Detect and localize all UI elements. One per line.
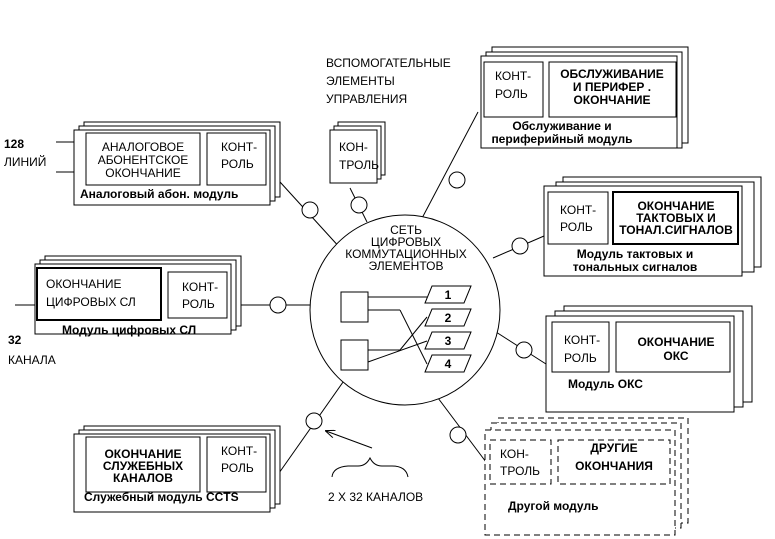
digital-termination-label: ЦИФРОВЫХ СЛ <box>46 295 136 309</box>
aux-control-label: КОН- <box>339 140 368 154</box>
analog-control-label: КОНТ- <box>221 140 257 154</box>
network-label: СЕТЬ ЦИФРОВЫХ КОММУТАЦИОННЫХ ЭЛЕМЕНТОВ <box>345 223 467 273</box>
other-termination-label: ОКОНЧАНИЯ <box>575 459 653 473</box>
port-label: 1 <box>445 288 452 302</box>
analog-control-label: РОЛЬ <box>221 157 254 171</box>
network-label-line: КОММУТАЦИОННЫХ <box>345 247 467 261</box>
analog-termination-label: ОКОНЧАНИЕ <box>105 166 181 180</box>
clock-control-label: КОНТ- <box>560 203 596 217</box>
other-termination-label: ДРУГИЕ <box>590 441 637 455</box>
maintenance-control-label: КОНТ- <box>495 69 531 83</box>
channels-note: 2 Х 32 КАНАЛОВ <box>328 490 423 504</box>
analog-subscriber-module <box>56 121 281 206</box>
aux-control-label: ТРОЛЬ <box>339 158 379 172</box>
other-caption: Другой модуль <box>508 499 598 513</box>
maintenance-termination-label: ОКОНЧАНИЕ <box>573 93 650 107</box>
oks-module <box>545 305 753 413</box>
digital-termination-label: ОКОНЧАНИЕ <box>46 277 122 291</box>
service-module <box>73 425 281 513</box>
digital-channels-count: 32 <box>8 333 22 347</box>
other-control-label: КОН- <box>500 447 529 461</box>
channels-brace <box>331 456 409 478</box>
maintenance-control-label: РОЛЬ <box>495 87 528 101</box>
network-label-line: ЭЛЕМЕНТОВ <box>369 259 444 273</box>
maintenance-caption: Обслуживание и <box>512 119 611 133</box>
port-3 <box>424 331 472 350</box>
network-circle <box>309 214 501 406</box>
port-label: 3 <box>445 334 452 348</box>
oks-control-label: КОНТ- <box>564 333 600 347</box>
digital-caption: Модуль цифровых СЛ <box>62 323 196 337</box>
maintenance-caption: периферийный модуль <box>491 132 632 146</box>
analog-lines-label: ЛИНИЙ <box>4 154 46 169</box>
clock-tone-module <box>543 176 762 277</box>
clock-termination-label: ОКОНЧАНИЕ <box>637 199 714 213</box>
network-label-line: СЕТЬ <box>390 223 422 237</box>
aux-control-module <box>329 121 386 184</box>
network-label-line: ЦИФРОВЫХ <box>371 235 441 249</box>
service-termination-label: КАНАЛОВ <box>113 471 173 485</box>
clock-caption: Модуль тактовых и <box>577 247 693 261</box>
analog-caption: Аналоговый абон. модуль <box>80 187 238 201</box>
clock-caption: тональных сигналов <box>573 260 698 274</box>
other-module <box>484 417 689 536</box>
digital-trunk-module <box>15 255 242 335</box>
clock-termination-label: ТАКТОВЫХ И <box>636 211 716 225</box>
maintenance-termination-label: И ПЕРИФЕР . <box>573 80 651 94</box>
aux-label-line: ЭЛЕМЕНТЫ <box>326 74 395 88</box>
analog-termination-label: АБОНЕНТСКОЕ <box>98 153 189 167</box>
channels-arrow <box>326 431 373 449</box>
link-circles <box>269 171 533 444</box>
service-control-label: РОЛЬ <box>221 461 254 475</box>
port-1 <box>424 285 472 304</box>
port-2 <box>424 308 472 327</box>
aux-label: ВСПОМОГАТЕЛЬНЫЕ ЭЛЕМЕНТЫ УПРАВЛЕНИЯ <box>326 56 451 106</box>
aux-label-line: ВСПОМОГАТЕЛЬНЫЕ <box>326 56 451 70</box>
analog-lines-count: 128 <box>4 137 24 151</box>
service-termination-label: СЛУЖЕБНЫХ <box>103 459 183 473</box>
switch-block-2 <box>340 339 369 371</box>
maintenance-termination-label: ОБСЛУЖИВАНИЕ <box>560 67 664 81</box>
maintenance-module <box>480 46 689 149</box>
digital-control-label: РОЛЬ <box>182 297 215 311</box>
switch-block-1 <box>340 291 369 323</box>
oks-caption: Модуль ОКС <box>568 377 643 391</box>
digital-control-label: КОНТ- <box>182 280 218 294</box>
service-caption: Служебный модуль CCTS <box>84 490 239 504</box>
clock-termination-label: ТОНАЛ.СИГНАЛОВ <box>619 223 733 237</box>
digital-channels-label: КАНАЛА <box>8 353 56 367</box>
analog-termination-label: АНАЛОГОВОЕ <box>102 140 184 154</box>
aux-label-line: УПРАВЛЕНИЯ <box>326 92 407 106</box>
oks-control-label: РОЛЬ <box>564 351 597 365</box>
service-control-label: КОНТ- <box>221 444 257 458</box>
other-control-label: ТРОЛЬ <box>500 464 540 478</box>
port-label: 2 <box>445 311 452 325</box>
switching-network <box>309 214 501 406</box>
port-4 <box>424 354 472 373</box>
clock-control-label: РОЛЬ <box>560 220 593 234</box>
oks-termination-label: ОКОНЧАНИЕ <box>637 335 714 349</box>
service-termination-label: ОКОНЧАНИЕ <box>104 447 181 461</box>
port-label: 4 <box>445 357 452 371</box>
oks-termination-label: ОКС <box>663 349 689 363</box>
